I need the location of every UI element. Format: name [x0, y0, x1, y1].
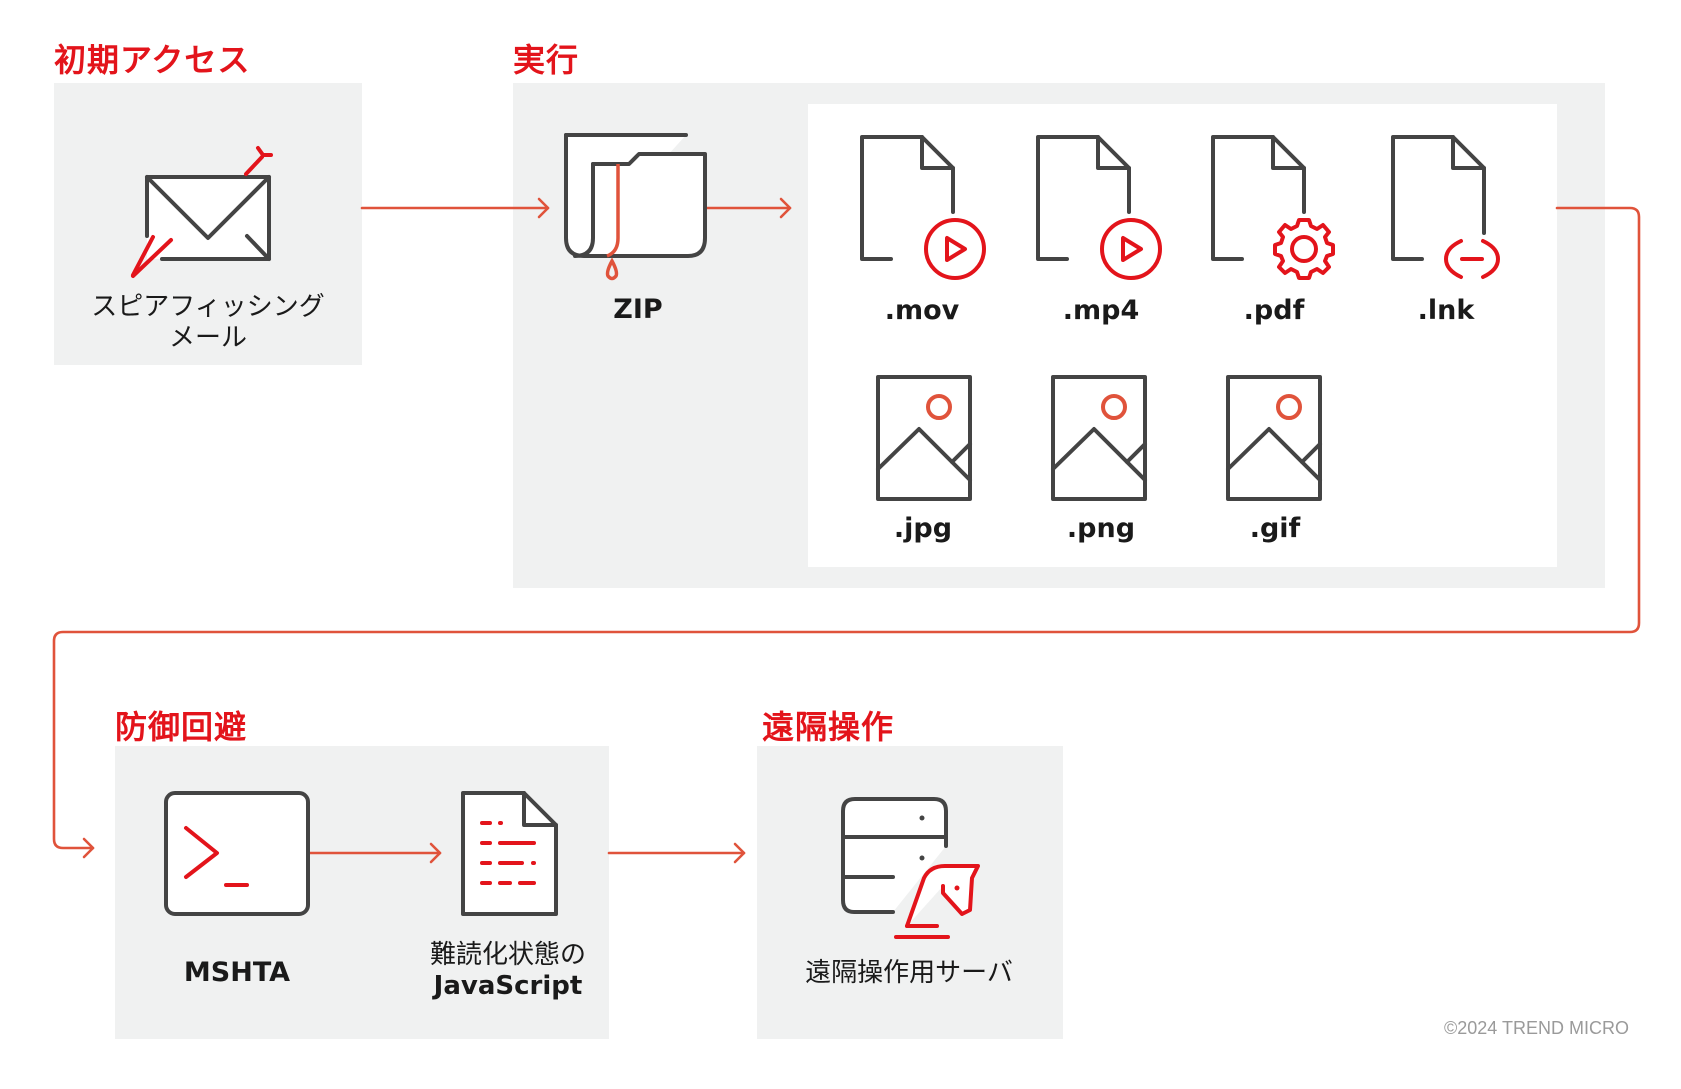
stage-title-command-and-control: 遠隔操作 — [762, 708, 895, 746]
file-icon-mp4 — [1036, 135, 1162, 280]
connector-zip-to-files — [704, 197, 792, 219]
label-obfuscated-javascript: 難読化状態の JavaScript — [430, 940, 586, 1002]
stage-title-defense-evasion: 防御回避 — [115, 708, 248, 746]
label-zip: ZIP — [613, 294, 663, 325]
label-obfuscated-javascript-line1: 難読化状態の — [429, 940, 587, 970]
label-phishing-mail-line2: メール — [168, 323, 248, 354]
zip-folder-icon — [564, 133, 707, 281]
label-file-lnk: .lnk — [1417, 295, 1475, 326]
script-file-icon — [461, 791, 558, 916]
image-file-icon-jpg — [876, 375, 972, 501]
connector-execution-to-defense — [52, 206, 1641, 859]
label-file-mp4: .mp4 — [1062, 295, 1140, 326]
connector-initial-to-execution — [360, 197, 550, 219]
label-file-jpg: .jpg — [893, 513, 953, 544]
copyright: ©2024 TREND MICRO — [1444, 1018, 1629, 1038]
label-mshta: MSHTA — [183, 957, 291, 988]
label-file-png: .png — [1066, 513, 1136, 544]
label-obfuscated-javascript-line2: JavaScript — [433, 971, 583, 1002]
image-file-icon-png — [1051, 375, 1147, 501]
image-file-icon-gif — [1226, 375, 1322, 501]
connector-mshta-to-script — [307, 842, 442, 864]
file-icon-lnk — [1391, 135, 1500, 279]
file-types-panel — [808, 104, 1557, 567]
label-c2-server: 遠隔操作用サーバ — [805, 958, 1013, 988]
label-phishing-mail-line1: スピアフィッシング — [91, 292, 325, 322]
label-phishing-mail: スピアフィッシング メール — [91, 292, 324, 354]
label-file-pdf: .pdf — [1243, 295, 1305, 326]
stage-title-initial-access: 初期アクセス — [54, 41, 251, 79]
terminal-icon — [164, 791, 310, 916]
command-and-control-panel — [757, 746, 1063, 1039]
connector-defense-to-c2 — [607, 842, 746, 864]
phishing-mail-icon — [131, 146, 273, 278]
label-file-mov: .mov — [884, 295, 960, 326]
file-icon-mov — [860, 135, 986, 280]
label-file-gif: .gif — [1249, 513, 1301, 544]
stage-title-execution: 実行 — [513, 41, 580, 79]
file-icon-pdf — [1211, 135, 1335, 280]
trojan-server-icon — [841, 797, 980, 939]
